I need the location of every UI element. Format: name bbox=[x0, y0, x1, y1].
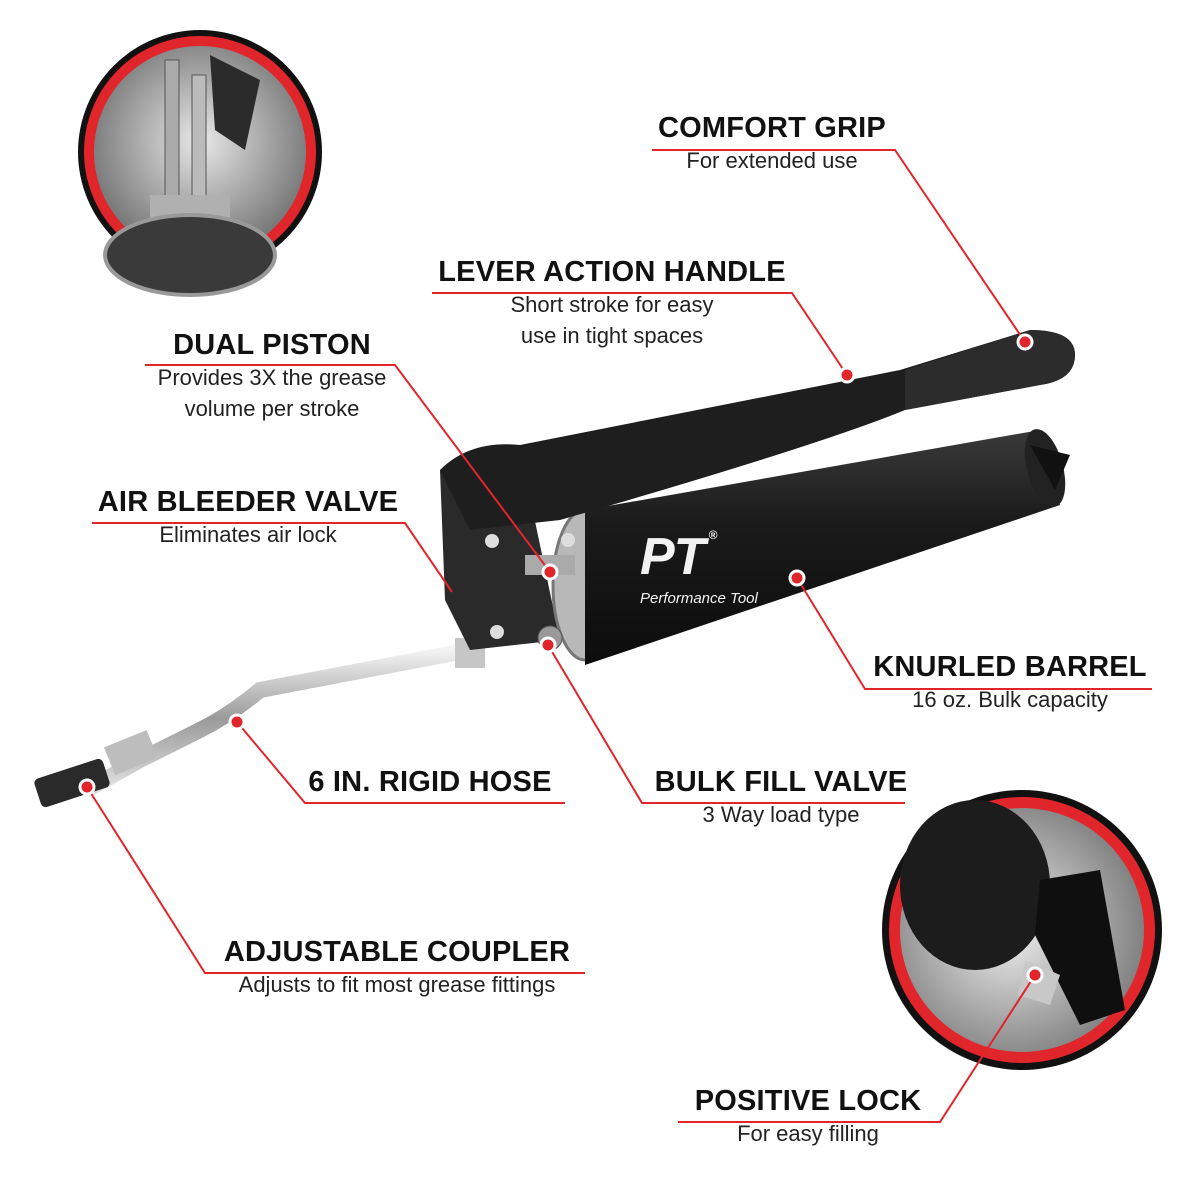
callout-adjustable-coupler: ADJUSTABLE COUPLER Adjusts to fit most g… bbox=[224, 935, 570, 1000]
registered-mark: ® bbox=[708, 528, 717, 542]
callout-comfort-grip: COMFORT GRIP For extended use bbox=[658, 111, 886, 176]
callout-subtitle: Provides 3X the grease bbox=[157, 365, 387, 390]
callout-dots bbox=[78, 333, 1044, 984]
callout-positive-lock: POSITIVE LOCK For easy filling bbox=[695, 1084, 922, 1149]
callout-title: COMFORT GRIP bbox=[658, 112, 886, 144]
callout-subtitle: 16 oz. Bulk capacity bbox=[912, 687, 1108, 712]
lever-handle bbox=[440, 330, 1075, 530]
logo-mark: PT bbox=[640, 528, 705, 586]
callout-subtitle: For extended use bbox=[686, 148, 858, 173]
callout-lever-action-handle: LEVER ACTION HANDLE Short stroke for eas… bbox=[438, 255, 786, 351]
logo-name: Performance Tool bbox=[640, 590, 758, 607]
callout-knurled-barrel: KNURLED BARREL 16 oz. Bulk capacity bbox=[873, 650, 1146, 715]
dual-piston-detail-circle bbox=[78, 30, 322, 297]
callout-title: LEVER ACTION HANDLE bbox=[438, 256, 786, 288]
callout-rigid-hose: 6 IN. RIGID HOSE bbox=[308, 765, 551, 799]
callout-subtitle: For easy filling bbox=[737, 1121, 879, 1146]
callout-subtitle: volume per stroke bbox=[184, 396, 360, 421]
performance-tool-logo: PT® Performance Tool bbox=[640, 528, 758, 608]
callout-subtitle: Short stroke for easy bbox=[510, 292, 714, 317]
callout-subtitle: Adjusts to fit most grease fittings bbox=[238, 972, 556, 997]
callout-subtitle: use in tight spaces bbox=[520, 323, 704, 348]
callout-dual-piston: DUAL PISTON Provides 3X the grease volum… bbox=[158, 328, 387, 424]
callout-title: POSITIVE LOCK bbox=[694, 1085, 922, 1117]
leader-lines bbox=[86, 149, 1152, 1123]
callout-title: 6 IN. RIGID HOSE bbox=[308, 766, 552, 798]
callout-bulk-fill-valve: BULK FILL VALVE 3 Way load type bbox=[655, 765, 908, 830]
callout-subtitle: 3 Way load type bbox=[702, 802, 860, 827]
callout-subtitle: Eliminates air lock bbox=[159, 522, 337, 547]
callout-title: AIR BLEEDER VALVE bbox=[97, 486, 399, 518]
barrel bbox=[585, 429, 1070, 665]
callout-title: ADJUSTABLE COUPLER bbox=[223, 936, 571, 968]
positive-lock-detail-circle bbox=[882, 790, 1162, 1070]
callout-air-bleeder-valve: AIR BLEEDER VALVE Eliminates air lock bbox=[98, 485, 398, 550]
callout-title: BULK FILL VALVE bbox=[654, 766, 908, 798]
callout-title: DUAL PISTON bbox=[173, 329, 371, 361]
callout-title: KNURLED BARREL bbox=[873, 651, 1147, 683]
